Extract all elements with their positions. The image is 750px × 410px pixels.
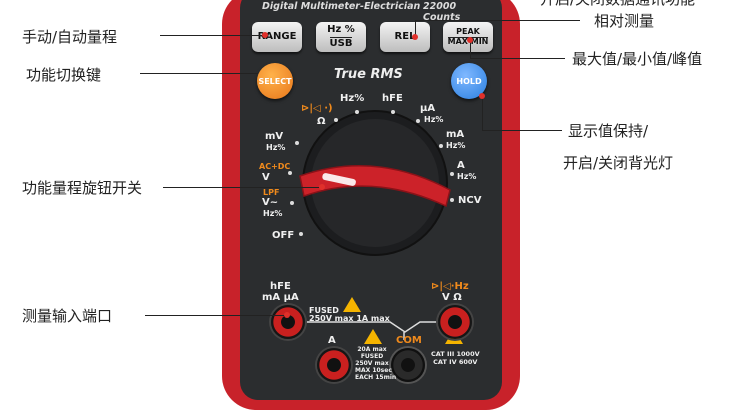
usb-button-label: USB bbox=[329, 36, 353, 49]
cat-line2: CAT IV 600V bbox=[433, 358, 478, 366]
callout-dot-knob bbox=[319, 184, 325, 190]
callout-dot-rel bbox=[412, 34, 418, 40]
rel-button-label: REL bbox=[394, 30, 416, 42]
fused-warning-icon bbox=[343, 297, 361, 312]
cat-rating: CAT III 1000V CAT IV 600V bbox=[431, 350, 480, 366]
range-button-label: RANGE bbox=[257, 30, 297, 42]
select-button-label: SELECT bbox=[258, 76, 292, 86]
callout-dot-hold bbox=[479, 93, 485, 99]
v-ohm-input-port[interactable] bbox=[438, 305, 472, 339]
dial-ohm-label: Ω bbox=[317, 116, 326, 127]
a-fuse-rating: 20A max FUSED 250V max MAX 10sec EACH 15… bbox=[355, 346, 397, 381]
a-fuse-line4: MAX 10sec bbox=[355, 367, 392, 374]
a-fuse-line2: FUSED bbox=[360, 353, 384, 360]
callout-function-switch-key: 功能切换键 bbox=[26, 66, 102, 84]
dial-vac-label: V~ bbox=[262, 197, 279, 208]
dial-vdc-label: V bbox=[262, 172, 270, 183]
port-hfe-label: hFE bbox=[270, 281, 291, 292]
dial-a-hz-label: Hz% bbox=[457, 172, 477, 181]
port-ma-ua-label: mA μA bbox=[262, 292, 299, 303]
dial-ma-hz-label: Hz% bbox=[446, 141, 466, 150]
port-diode-hz-icon: ⊳|◁·Hz bbox=[431, 281, 469, 292]
callout-manual-auto-range: 手动/自动量程 bbox=[22, 28, 118, 46]
callout-line-hold bbox=[482, 130, 562, 131]
fused-label: FUSED bbox=[309, 306, 339, 315]
callout-line-knob bbox=[163, 187, 321, 188]
port-v-ohm-label: V Ω bbox=[442, 292, 462, 303]
rotary-knob[interactable] bbox=[0, 0, 750, 400]
callout-line-hold-rise bbox=[482, 96, 483, 131]
hz-usb-button[interactable]: Hz % USB bbox=[316, 22, 366, 52]
true-rms-label: True RMS bbox=[334, 67, 403, 82]
port-com-label: COM bbox=[396, 335, 422, 346]
dial-mv-hz-label: Hz% bbox=[266, 143, 286, 152]
dial-off-label: OFF bbox=[272, 230, 295, 241]
callout-line-select bbox=[140, 73, 258, 74]
fused-rating-label: 250V max 1A max bbox=[309, 314, 390, 323]
callout-line-ports bbox=[145, 315, 287, 316]
callout-line-peak bbox=[470, 58, 565, 59]
a-fuse-line5: EACH 15min bbox=[355, 374, 397, 381]
dial-hz-label: Hz% bbox=[340, 93, 365, 104]
a-fuse-line3: 250V max bbox=[355, 360, 389, 367]
callout-line-range bbox=[160, 35, 264, 36]
callout-max-min-peak: 最大值/最小值/峰值 bbox=[572, 50, 703, 68]
callout-relative-measure: 相对测量 bbox=[594, 12, 655, 30]
port-a-label: A bbox=[328, 335, 336, 346]
hold-button-label: HOLD bbox=[456, 76, 482, 86]
dial-mv-label: mV bbox=[265, 131, 284, 142]
a-warning-icon bbox=[364, 329, 382, 344]
dial-hfe-label: hFE bbox=[382, 93, 403, 104]
dial-acdc-label: AC+DC bbox=[259, 162, 291, 171]
hz-button-label: Hz % bbox=[327, 24, 355, 35]
rel-button[interactable]: REL bbox=[380, 22, 430, 52]
callout-display-hold-line2: 开启/关闭背光灯 bbox=[563, 154, 674, 172]
callout-function-range-knob: 功能量程旋钮开关 bbox=[22, 179, 143, 197]
dial-lpf-label: LPF bbox=[263, 188, 280, 197]
dial-ncv-label: NCV bbox=[458, 195, 482, 206]
callout-measure-input-ports: 测量输入端口 bbox=[22, 307, 113, 325]
dial-ma-label: mA bbox=[446, 129, 465, 140]
a-fuse-line1: 20A max bbox=[357, 346, 387, 353]
callout-display-hold-line1: 显示值保持/ bbox=[568, 122, 649, 140]
callout-line-rel bbox=[415, 20, 580, 21]
callout-dot-ports bbox=[284, 312, 290, 318]
meter-counts-text: 22000 Counts bbox=[423, 1, 461, 23]
callout-dot-range bbox=[262, 32, 268, 38]
dial-a-label: A bbox=[457, 160, 465, 171]
select-button[interactable]: SELECT bbox=[257, 63, 293, 99]
cat-line1: CAT III 1000V bbox=[431, 350, 480, 358]
callout-line-rel-drop bbox=[415, 20, 416, 38]
dial-continuity-diode-icon: ⊳|◁ ·) bbox=[301, 103, 333, 114]
callout-top-partial: 开启/关闭数据通讯功能 bbox=[540, 0, 695, 9]
callout-line-peak-rise bbox=[470, 40, 471, 58]
meter-model-text: Digital Multimeter-Electrician bbox=[262, 1, 421, 12]
dial-vac-hz-label: Hz% bbox=[263, 209, 283, 218]
port-connector-lines bbox=[305, 321, 450, 340]
callout-dot-peak bbox=[467, 37, 473, 43]
range-button[interactable]: RANGE bbox=[252, 22, 302, 52]
ma-ua-input-port[interactable] bbox=[271, 305, 305, 339]
dial-ua-hz-label: Hz% bbox=[424, 115, 444, 124]
a-input-port[interactable] bbox=[317, 348, 351, 382]
com-input-port[interactable] bbox=[391, 348, 425, 382]
dial-ua-label: μA bbox=[420, 103, 436, 114]
peak-button-label: PEAK bbox=[456, 26, 480, 36]
meter-header: Digital Multimeter-Electrician 22000 Cou… bbox=[256, 0, 488, 23]
